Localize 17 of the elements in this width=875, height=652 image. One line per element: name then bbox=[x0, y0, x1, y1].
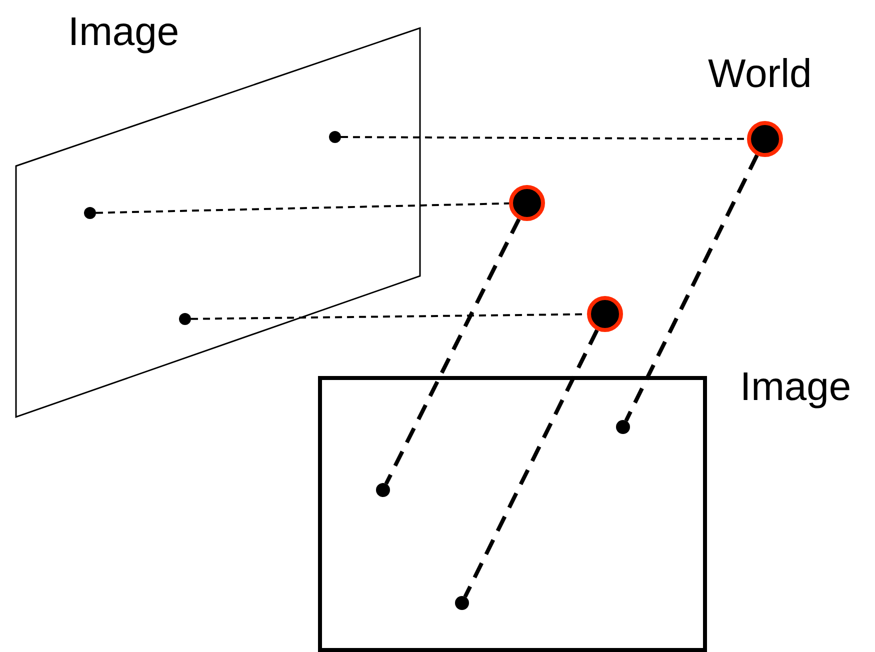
image-point bbox=[455, 596, 469, 610]
plane-label: Image bbox=[740, 365, 852, 409]
plane-label: Image bbox=[68, 10, 180, 54]
image-point bbox=[616, 420, 630, 434]
world-point bbox=[747, 121, 783, 157]
image-point bbox=[84, 207, 96, 219]
world-label: World bbox=[708, 52, 812, 96]
projection-line bbox=[384, 218, 521, 485]
world-point bbox=[587, 296, 623, 332]
projection-line bbox=[341, 136, 747, 140]
projection-line bbox=[463, 329, 599, 598]
projection-line bbox=[96, 202, 510, 214]
world-point bbox=[509, 185, 545, 221]
image-point bbox=[179, 313, 191, 325]
projection-line bbox=[624, 154, 759, 422]
image-point bbox=[329, 131, 341, 143]
image-point bbox=[376, 483, 390, 497]
